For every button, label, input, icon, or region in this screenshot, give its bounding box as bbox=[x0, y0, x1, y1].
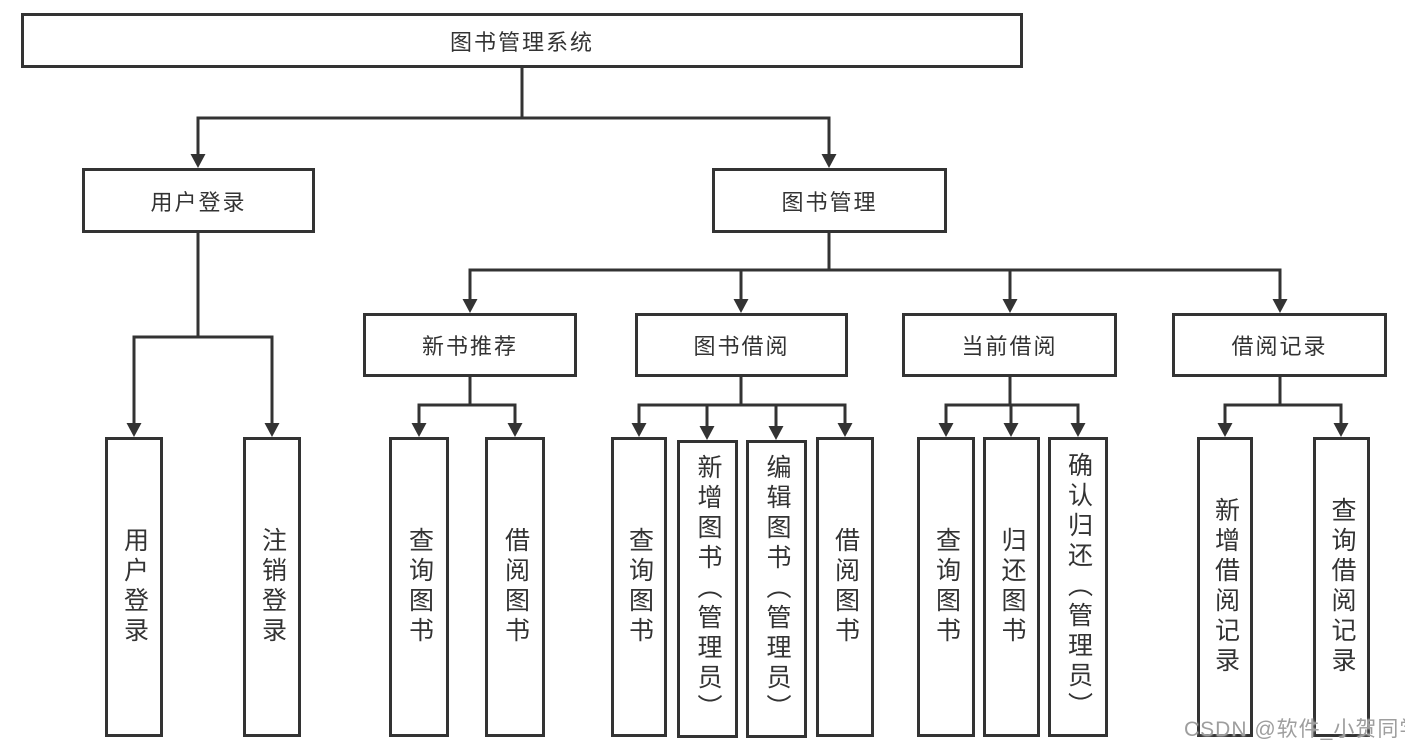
leaf-query-books-recommend: 查询图书 bbox=[389, 437, 449, 737]
leaf-logout: 注销登录 bbox=[243, 437, 301, 737]
node-book-management: 图书管理 bbox=[712, 168, 947, 233]
leaf-query-books-current: 查询图书 bbox=[917, 437, 975, 737]
leaf-add-books-admin: 新增图书（管理员） bbox=[677, 440, 738, 738]
leaf-confirm-return-admin: 确认归还（管理员） bbox=[1048, 437, 1108, 737]
node-system-root: 图书管理系统 bbox=[21, 13, 1023, 68]
node-book-borrowing: 图书借阅 bbox=[635, 313, 848, 377]
leaf-add-borrow-record: 新增借阅记录 bbox=[1197, 437, 1253, 737]
leaf-return-books: 归还图书 bbox=[983, 437, 1040, 737]
node-current-borrowing: 当前借阅 bbox=[902, 313, 1117, 377]
leaf-user-login: 用户登录 bbox=[105, 437, 163, 737]
leaf-borrow-books: 借阅图书 bbox=[816, 437, 874, 737]
leaf-edit-books-admin: 编辑图书（管理员） bbox=[746, 440, 807, 738]
leaf-query-borrow-record: 查询借阅记录 bbox=[1313, 437, 1370, 737]
node-borrowing-records: 借阅记录 bbox=[1172, 313, 1387, 377]
node-user-login-module: 用户登录 bbox=[82, 168, 315, 233]
leaf-borrow-books-recommend: 借阅图书 bbox=[485, 437, 545, 737]
csdn-watermark: CSDN @软件_小贺同学 bbox=[1184, 718, 1405, 741]
node-new-book-recommend: 新书推荐 bbox=[363, 313, 577, 377]
leaf-query-books-borrowing: 查询图书 bbox=[611, 437, 667, 737]
